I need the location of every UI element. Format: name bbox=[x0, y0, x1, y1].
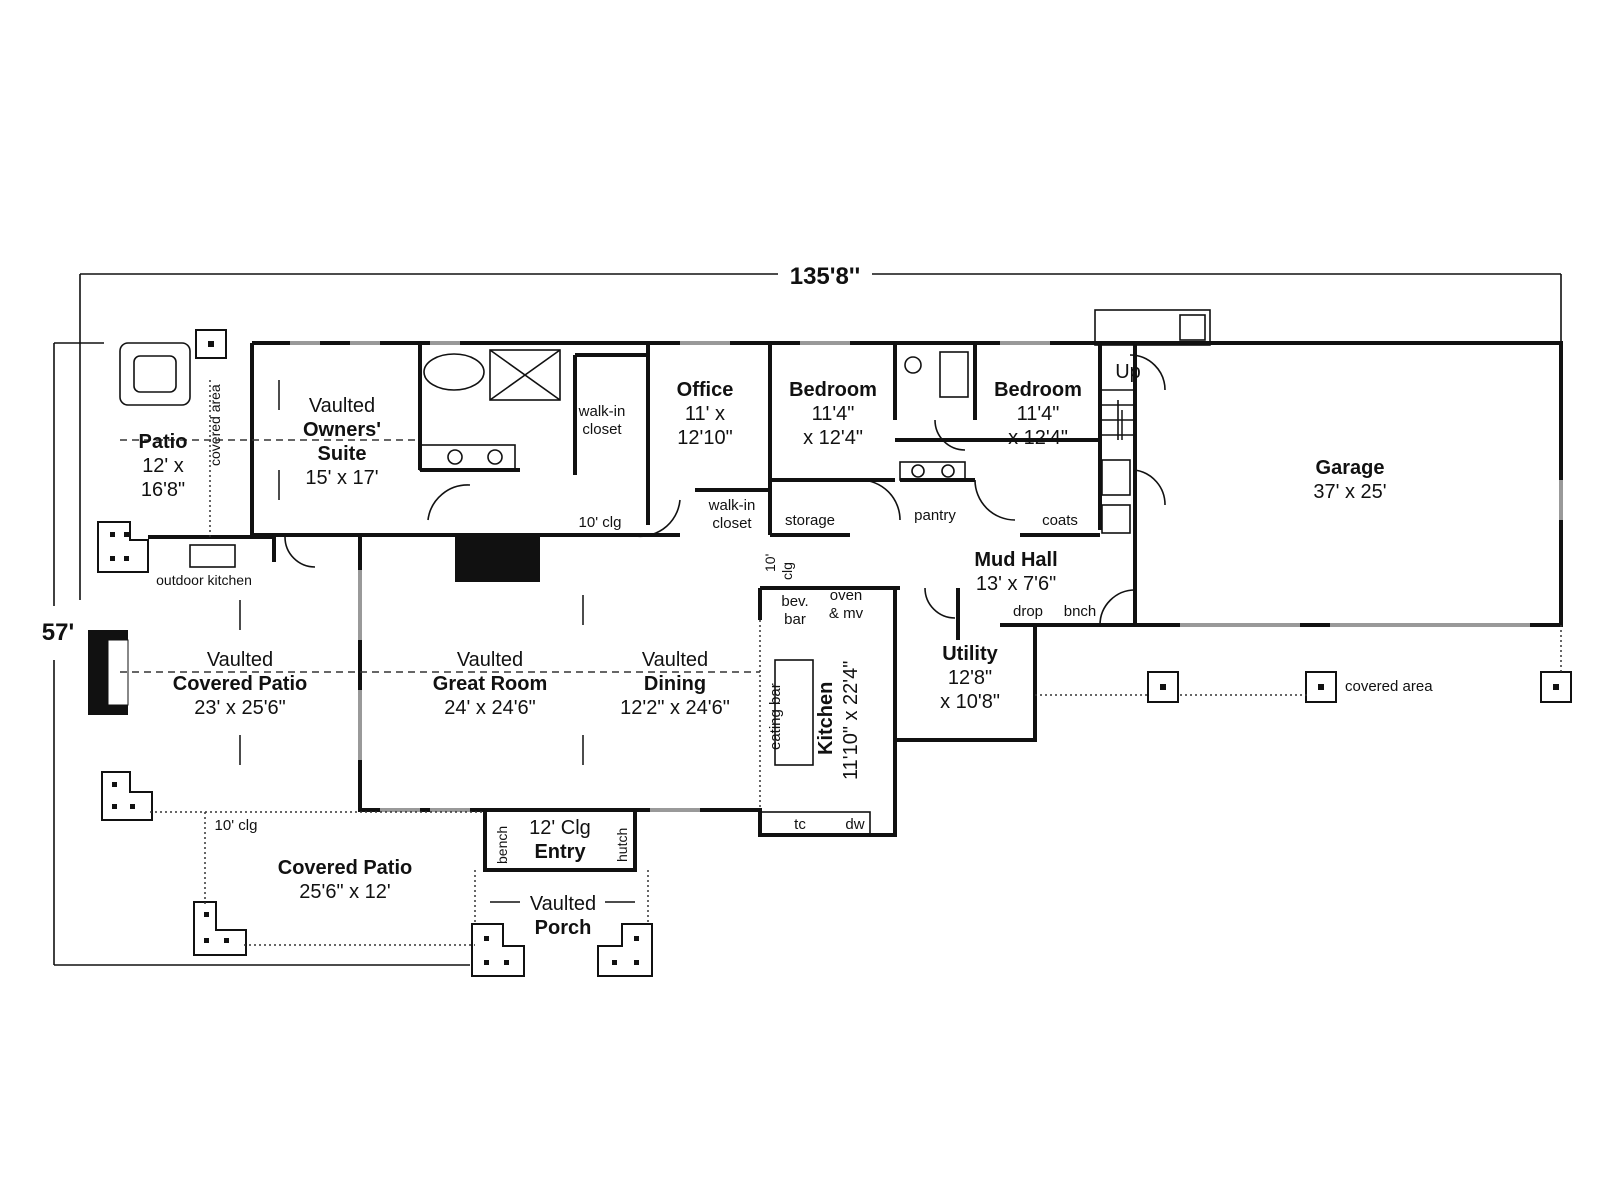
patio-size-2: 16'8" bbox=[141, 479, 185, 501]
entry-name: Entry bbox=[534, 841, 586, 863]
office-size-1: 11' x bbox=[685, 403, 725, 425]
covered-patio-1-name: Covered Patio bbox=[173, 673, 307, 695]
covered-patio-1: Vaulted Covered Patio 23' x 25'6" bbox=[173, 649, 307, 719]
oven-line2: & mv bbox=[829, 605, 864, 622]
overall-depth-label: 57' bbox=[42, 619, 74, 646]
stair-up-label: Up bbox=[1115, 361, 1141, 383]
mud-hall: Mud Hall 13' x 7'6" bbox=[974, 549, 1057, 595]
outdoor-kitchen-label: outdoor kitchen bbox=[156, 572, 252, 588]
patio-name: Patio bbox=[139, 431, 188, 453]
bedroom-1-size-1: 11'4" bbox=[812, 403, 855, 425]
bench-mud-label: bnch bbox=[1064, 603, 1097, 620]
utility: Utility 12'8" x 10'8" bbox=[940, 643, 1000, 713]
great-room-name: Great Room bbox=[433, 673, 547, 695]
owners-suite-name: Owners' bbox=[303, 419, 381, 441]
storage-label: storage bbox=[785, 512, 835, 529]
kitchen-name: Kitchen bbox=[815, 682, 837, 755]
garage-covered-area-label: covered area bbox=[1345, 678, 1433, 695]
coats-label: coats bbox=[1042, 512, 1078, 529]
utility-name: Utility bbox=[942, 643, 998, 665]
walk-in-closet-1-line2: closet bbox=[582, 421, 622, 438]
great-room-size: 24' x 24'6" bbox=[444, 697, 535, 719]
ceiling-10-b-2: clg bbox=[779, 562, 795, 580]
covered-patio-2-size: 25'6" x 12' bbox=[299, 881, 390, 903]
utility-size-2: x 10'8" bbox=[940, 691, 1000, 713]
bedroom-1-size-2: x 12'4" bbox=[803, 427, 863, 449]
dining-size: 12'2" x 24'6" bbox=[620, 697, 730, 719]
dining-name: Dining bbox=[644, 673, 706, 695]
patio-size-1: 12' x bbox=[142, 455, 184, 477]
column-dots bbox=[110, 341, 1559, 965]
porch-name: Porch bbox=[535, 917, 592, 939]
utility-size-1: 12'8" bbox=[948, 667, 992, 689]
great-room: Vaulted Great Room 24' x 24'6" bbox=[433, 649, 547, 719]
bev-bar-line2: bar bbox=[784, 611, 806, 628]
garage-name: Garage bbox=[1316, 457, 1385, 479]
entry: 12' Clg Entry bbox=[529, 817, 591, 863]
patio-covered-area-label: covered area bbox=[207, 384, 223, 466]
bedroom-1: Bedroom 11'4" x 12'4" bbox=[789, 379, 877, 449]
garage: Garage 37' x 25' bbox=[1313, 457, 1386, 503]
hutch-label: hutch bbox=[614, 828, 630, 862]
bedroom-2-name: Bedroom bbox=[994, 379, 1082, 401]
dining-prefix: Vaulted bbox=[642, 649, 708, 671]
bedroom-2-size-1: 11'4" bbox=[1017, 403, 1060, 425]
dw-label: dw bbox=[845, 816, 864, 833]
ceiling-10-b: 10' bbox=[762, 554, 778, 572]
garage-size: 37' x 25' bbox=[1313, 481, 1386, 503]
mud-hall-size: 13' x 7'6" bbox=[976, 573, 1056, 595]
covered-patio-1-prefix: Vaulted bbox=[207, 649, 273, 671]
owners-suite-name-2: Suite bbox=[318, 443, 367, 465]
ceiling-guides bbox=[120, 380, 1562, 946]
porch: Vaulted Porch bbox=[530, 893, 596, 939]
office: Office 11' x 12'10" bbox=[677, 379, 734, 449]
covered-patio-2-name: Covered Patio bbox=[278, 857, 412, 879]
porch-prefix: Vaulted bbox=[530, 893, 596, 915]
walk-in-closet-2-line2: closet bbox=[712, 515, 752, 532]
ceiling-10-a: 10' clg bbox=[579, 514, 622, 531]
dimension-lines bbox=[53, 273, 1562, 966]
great-room-prefix: Vaulted bbox=[457, 649, 523, 671]
owners-suite-prefix: Vaulted bbox=[309, 395, 375, 417]
owners-suite-size: 15' x 17' bbox=[305, 467, 378, 489]
vault-arrows bbox=[239, 380, 1123, 903]
drop-label: drop bbox=[1013, 603, 1043, 620]
kitchen-size: 11'10" x 22'4" bbox=[840, 661, 862, 780]
mud-hall-name: Mud Hall bbox=[974, 549, 1057, 571]
dining: Vaulted Dining 12'2" x 24'6" bbox=[620, 649, 730, 719]
bev-bar-line1: bev. bbox=[781, 593, 808, 610]
bedroom-1-name: Bedroom bbox=[789, 379, 877, 401]
ceiling-10-c: 10' clg bbox=[215, 817, 258, 834]
walk-in-closet-2-line1: walk-in bbox=[708, 497, 756, 514]
eating-bar-label: eating bar bbox=[767, 683, 784, 750]
entry-prefix: 12' Clg bbox=[529, 817, 591, 839]
windows bbox=[290, 341, 1563, 812]
fixtures bbox=[88, 309, 1211, 835]
bedroom-2-size-2: x 12'4" bbox=[1008, 427, 1068, 449]
patio: Patio 12' x 16'8" bbox=[139, 431, 188, 501]
tc-label: tc bbox=[794, 816, 806, 833]
covered-patio-2: Covered Patio 25'6" x 12' bbox=[278, 857, 412, 903]
bench-entry-label: bench bbox=[494, 826, 510, 864]
door-swings bbox=[284, 354, 1166, 626]
overall-width-label: 135'8'' bbox=[790, 263, 861, 290]
walk-in-closet-1-line1: walk-in bbox=[578, 403, 626, 420]
office-name: Office bbox=[677, 379, 734, 401]
oven-line1: oven bbox=[830, 587, 863, 604]
owners-suite: Vaulted Owners' Suite 15' x 17' bbox=[303, 395, 381, 489]
pantry-label: pantry bbox=[914, 507, 956, 524]
office-size-2: 12'10" bbox=[677, 427, 732, 449]
covered-patio-1-size: 23' x 25'6" bbox=[194, 697, 285, 719]
bedroom-2: Bedroom 11'4" x 12'4" bbox=[994, 379, 1082, 449]
